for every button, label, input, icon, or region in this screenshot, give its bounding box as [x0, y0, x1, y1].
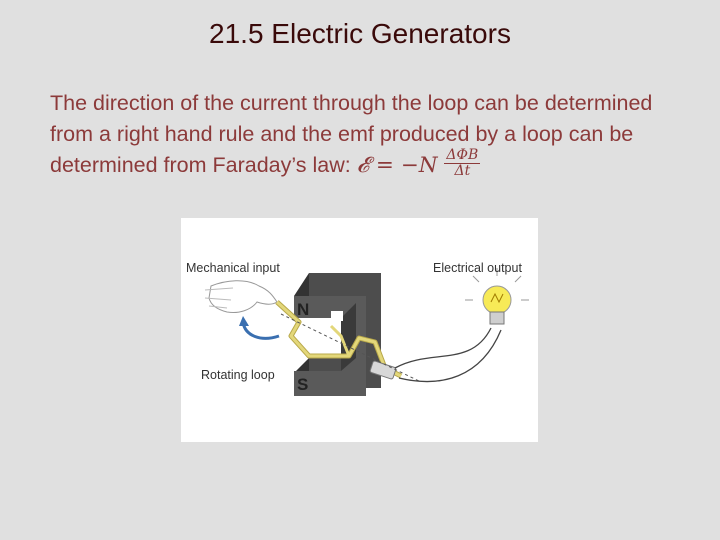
formula-lhs: 𝓔 = −N	[356, 153, 438, 178]
magnet-icon	[294, 273, 381, 396]
body-text: The direction of the current through the…	[50, 91, 653, 177]
generator-figure: Mechanical input Electrical output Rotat…	[181, 218, 538, 442]
generator-illustration	[204, 268, 529, 396]
rotation-arrow-icon	[239, 316, 280, 340]
label-electrical-output: Electrical output	[433, 261, 522, 275]
hand-icon	[204, 280, 278, 313]
slide-body: The direction of the current through the…	[50, 88, 700, 182]
wire-loop-icon	[275, 300, 422, 383]
label-rotating-loop: Rotating loop	[201, 368, 275, 382]
output-wires	[394, 327, 502, 383]
light-bulb-icon	[465, 268, 529, 325]
formula-numerator: ΔΦB	[444, 146, 481, 164]
label-north-pole: N	[297, 300, 310, 319]
formula-denominator: Δt	[454, 162, 471, 179]
label-mechanical-input: Mechanical input	[186, 261, 280, 275]
label-south-pole: S	[297, 375, 309, 394]
slide-title: 21.5 Electric Generators	[209, 18, 511, 49]
